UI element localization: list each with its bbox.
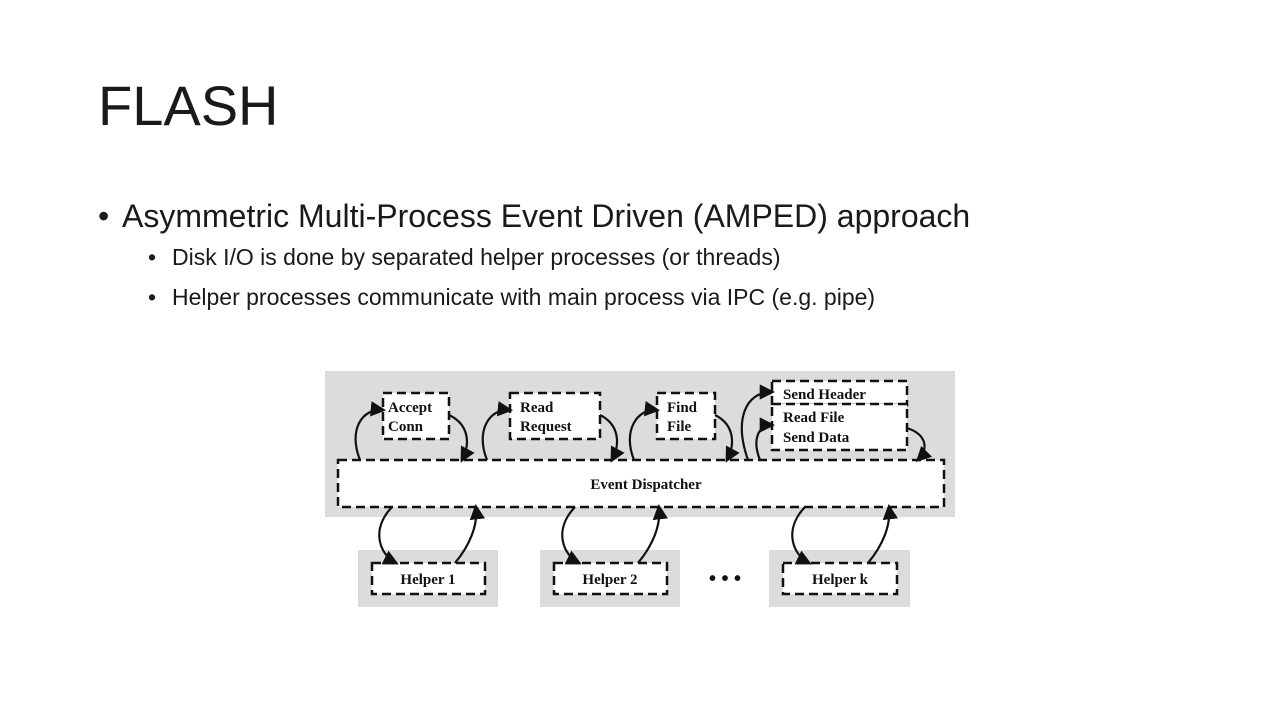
accept-label-2: Conn [388, 419, 424, 435]
find-file-box [655, 391, 717, 441]
arrow-to-helper-2 [561, 506, 582, 565]
event-dispatcher-label: Event Dispatcher [590, 477, 702, 493]
sub-bullet-list: Disk I/O is done by separated helper pro… [98, 242, 970, 312]
bullet-list: Asymmetric Multi-Process Event Driven (A… [98, 194, 970, 322]
arrow-from-send-data [906, 426, 933, 463]
helper-1-box [370, 561, 487, 596]
main-bullet-text: Asymmetric Multi-Process Event Driven (A… [122, 198, 971, 234]
arrow-to-helper-k [791, 506, 812, 565]
event-dispatcher-box [336, 458, 946, 509]
accept-conn-box [381, 391, 451, 441]
accept-label-1: Accept [388, 400, 432, 416]
arrow-to-accept [354, 401, 387, 461]
main-bullet: Asymmetric Multi-Process Event Driven (A… [98, 194, 970, 238]
arrow-to-read-file [755, 417, 776, 461]
sub-bullet-group: Disk I/O is done by separated helper pro… [98, 242, 970, 312]
find-label-2: File [667, 419, 691, 435]
read-label-2: Request [520, 419, 572, 435]
arrow-from-helper-2 [637, 503, 669, 564]
helper-k-box [781, 561, 899, 596]
arrow-from-helper-k [867, 503, 899, 564]
read-label-1: Read [520, 400, 554, 416]
helper-k-label: Helper k [812, 572, 869, 588]
helper-2-box [552, 561, 669, 596]
send-header-box [770, 379, 909, 407]
sub-bullet-2: Helper processes communicate with main p… [148, 282, 970, 312]
arrow-to-send-header [740, 384, 776, 461]
helpers-ellipsis: • • • [709, 568, 741, 590]
arrow-to-find [628, 401, 661, 461]
arrow-from-find [714, 414, 740, 463]
helper-2-label: Helper 2 [582, 572, 637, 588]
slide-title: FLASH [98, 74, 279, 137]
helper-1-label: Helper 1 [400, 572, 455, 588]
send-data-label: Send Data [783, 430, 850, 446]
arrow-from-helper-1 [454, 503, 486, 564]
send-header-label: Send Header [783, 387, 866, 403]
arrow-to-helper-1 [378, 506, 399, 565]
sub-bullet-1: Disk I/O is done by separated helper pro… [148, 242, 970, 272]
arrow-from-accept [448, 414, 475, 463]
find-label-1: Find [667, 400, 698, 416]
arrow-to-read [481, 401, 514, 461]
read-file-label: Read File [783, 410, 845, 426]
arrow-from-read [599, 414, 625, 463]
